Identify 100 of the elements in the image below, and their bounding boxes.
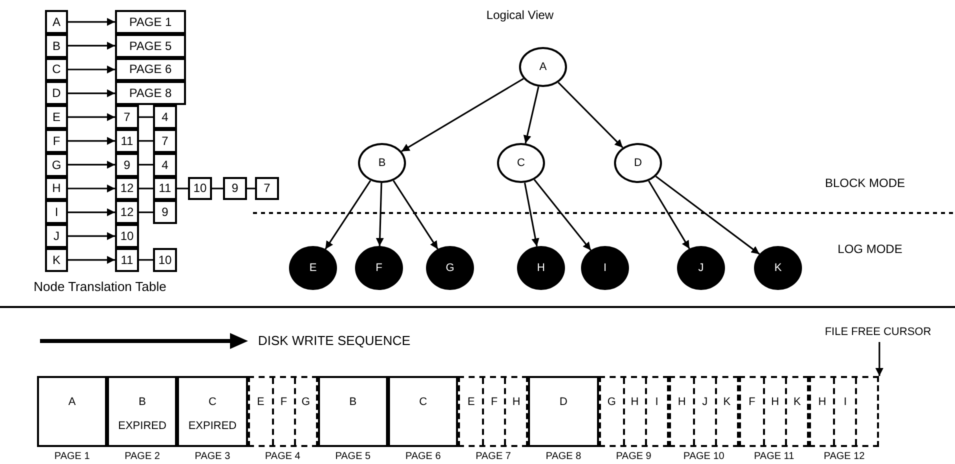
table-cell [45,200,68,224]
node-label: B [138,396,146,408]
tree-node [497,143,545,183]
page-label: PAGE 5 [334,451,372,462]
log-node [289,246,337,290]
node-label: PAGE 1 [129,14,172,29]
arrow [68,160,115,169]
table-cell [153,129,177,153]
node-label: E [256,396,264,408]
connector-line [212,188,223,190]
table-cell [45,129,68,153]
node-label: D [560,396,568,408]
node-label: K [723,396,731,408]
node-label: G [301,396,310,408]
table-cell [45,34,68,58]
connector-line [139,188,153,190]
node-label: A [539,61,547,73]
label-text: Logical View [485,8,555,22]
page-label: PAGE 11 [752,451,796,462]
node-label: A [52,14,60,29]
arrow [376,182,384,246]
node-label: I [603,262,607,274]
log-node [426,246,474,290]
connector-line [177,188,188,190]
node-label: J [54,229,60,244]
page-label: PAGE 3 [194,451,232,462]
table-cell [115,152,139,177]
table-cell [45,248,68,272]
label-text: DISK WRITE SEQUENCE [258,333,412,348]
node-label: H [512,396,520,408]
connector-line [139,212,153,214]
tree-node [519,47,567,87]
table-cell [45,58,68,82]
node-label: H [818,396,826,408]
page-label: PAGE 8 [544,451,582,462]
label-text: BLOCK MODE [824,176,906,190]
arrow [648,180,690,250]
node-label: H [630,396,639,408]
node-label: F [52,134,60,148]
arrow [524,182,540,246]
log-node [581,246,629,290]
table-cell [115,58,186,82]
node-label: PAGE 8 [129,86,172,100]
node-label: F [280,396,288,408]
connector-line [139,164,153,166]
node-label: C [208,396,216,408]
table-cell [188,176,212,200]
table-cell [115,248,139,272]
table-cell [115,224,139,248]
arrow [523,86,540,144]
node-label: 11 [120,252,134,267]
connector-line [139,140,153,142]
node-label: 9 [162,205,168,220]
table-cell [45,105,68,129]
page-label: PAGE 12 [822,451,866,462]
table-cell [45,176,68,200]
node-label: K [774,262,782,274]
table-cell [115,105,139,129]
node-label: B [52,38,60,53]
node-label: 4 [162,110,168,124]
node-label: G [607,396,616,408]
node-label: E [309,262,317,274]
page-label: PAGE 7 [474,451,512,462]
arrow [558,82,624,148]
table-cell [115,34,186,58]
node-label: 7 [264,181,270,196]
node-label: FILE FREE CURSOR [824,326,932,338]
node-label: H [52,181,61,196]
node-label: 10 [158,252,172,267]
node-label: K [52,252,60,267]
table-cell [153,176,177,200]
node-label: J [702,396,708,408]
node-label: I [54,205,58,220]
tree-node [614,143,662,183]
table-cell [45,10,68,34]
arrow [68,113,115,122]
node-label: A [68,396,76,408]
status-text: EXPIRED [188,420,237,432]
table-cell [153,105,177,129]
node-label: H [771,396,780,408]
node-label: 11 [158,181,172,196]
connector-line [247,188,255,190]
table-cell [45,152,68,177]
node-label: E [468,396,475,408]
tree-node [358,143,406,183]
table-cell [45,81,68,106]
node-label: I [844,396,847,408]
node-label: C [52,62,61,76]
table-cell [153,248,177,272]
arrow [875,342,884,376]
arrow [68,184,115,192]
node-label: 10 [120,229,134,244]
node-label: 12 [120,181,134,196]
connector-line [139,259,153,261]
table-cell [115,129,139,153]
node-label: E [52,110,60,124]
arrow [392,180,438,250]
arrow [68,18,115,26]
arrow [68,42,115,50]
page-label: PAGE 4 [264,451,302,462]
